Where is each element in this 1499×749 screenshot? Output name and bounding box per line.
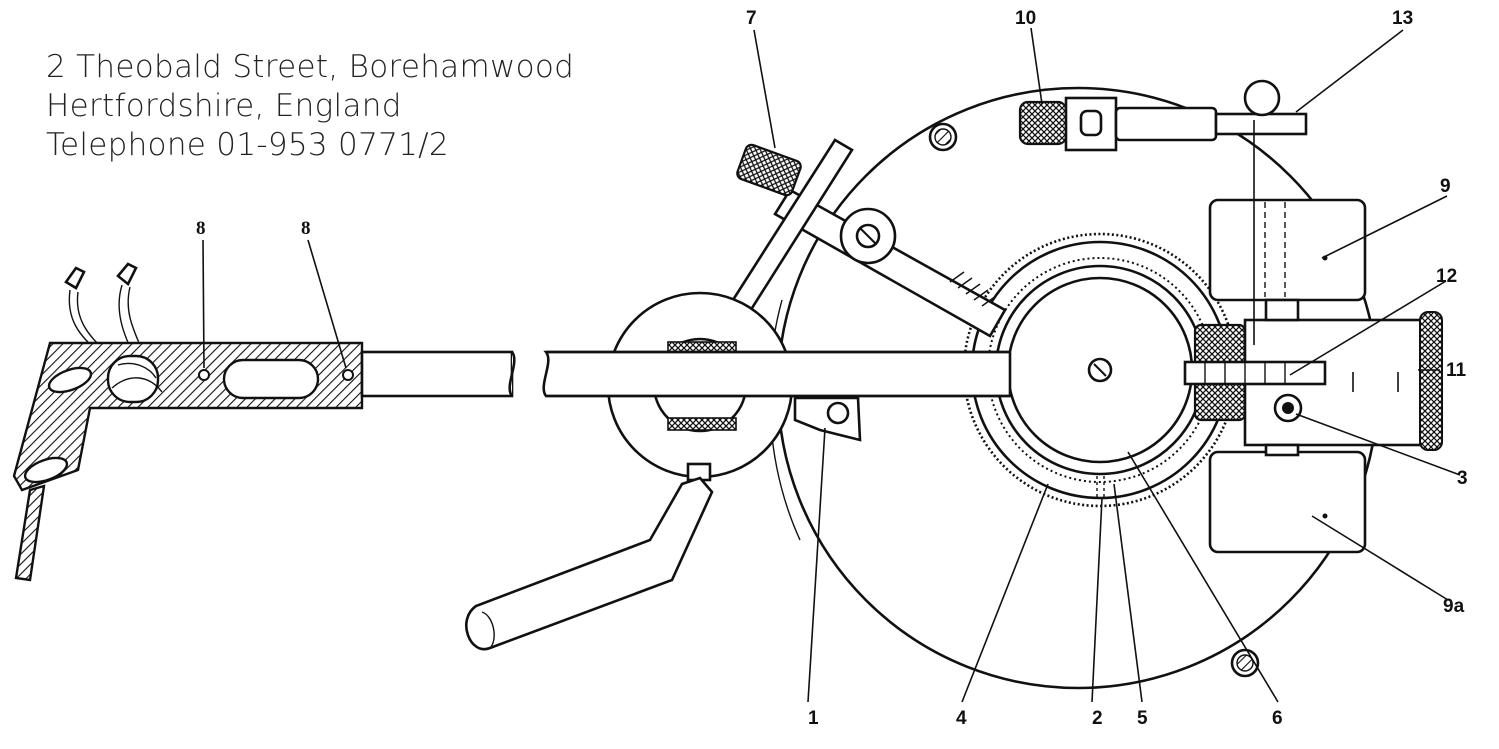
address-line-county: Hertfordshire, England — [46, 88, 402, 124]
bias-bracket — [793, 396, 862, 442]
callout-6: 6 — [1272, 708, 1283, 729]
callout-12: 12 — [1436, 266, 1457, 287]
cueing-lever — [465, 476, 714, 651]
callout-1: 1 — [808, 708, 819, 729]
bias-adjuster-arm — [736, 143, 1007, 338]
gear-ring — [962, 232, 1238, 508]
arm-tube-front — [360, 350, 516, 398]
manufacturer-address: 2 Theobald Street, Borehamwood Hertfords… — [46, 48, 574, 165]
callout-8-right: 8 — [301, 218, 311, 239]
leader-lines — [202, 27, 1461, 703]
callout-7: 7 — [746, 8, 757, 29]
address-line-telephone: Telephone 01-953 0771/2 — [46, 127, 449, 163]
callout-13: 13 — [1392, 8, 1413, 29]
callout-10: 10 — [1015, 8, 1036, 29]
mounting-hole-top — [928, 122, 958, 152]
address-line-street: 2 Theobald Street, Borehamwood — [46, 49, 575, 85]
counterweight-upper — [1208, 198, 1367, 302]
callout-9: 9 — [1440, 176, 1451, 197]
callout-9a: 9a — [1443, 596, 1465, 617]
callout-11: 11 — [1446, 360, 1467, 381]
callout-8-left: 8 — [196, 218, 206, 239]
counterweight-lower — [1208, 450, 1367, 554]
arm-tube-rear — [542, 350, 1012, 398]
anti-skate-assembly — [1018, 79, 1308, 345]
callout-4: 4 — [956, 708, 967, 729]
callout-5: 5 — [1137, 708, 1148, 729]
callout-3: 3 — [1457, 468, 1468, 489]
headshell — [12, 262, 364, 582]
callout-2: 2 — [1092, 708, 1103, 729]
slider-block — [1183, 298, 1443, 457]
